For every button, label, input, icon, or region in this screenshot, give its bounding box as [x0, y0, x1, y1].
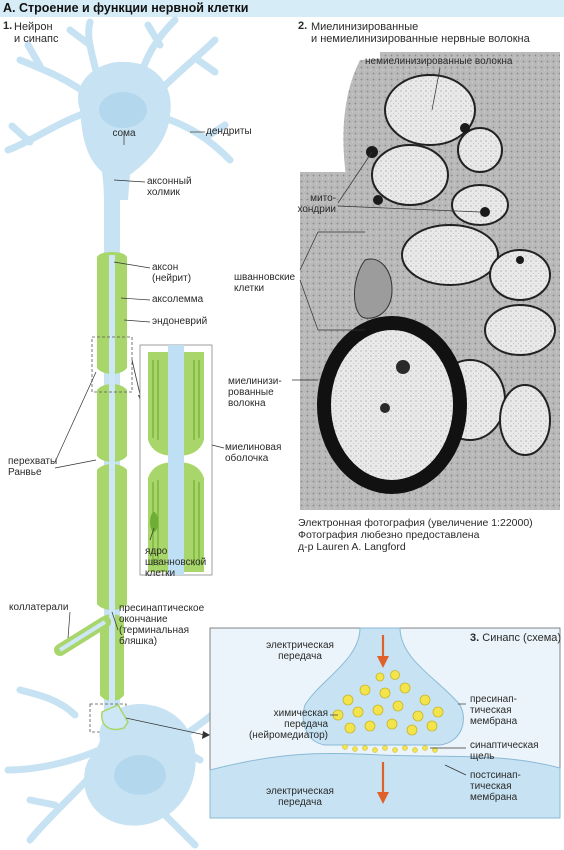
panel3-title: Синапс (схема) [482, 632, 562, 644]
title-bar [0, 0, 564, 17]
axon-core [109, 255, 115, 715]
label-endoneurium: эндоневрий [152, 316, 208, 327]
arrow-head-bottom [377, 792, 389, 804]
label-chemical: химическая передача (нейромедиатор) [248, 708, 328, 741]
schwann-cell-em [354, 258, 393, 319]
neuron-lower [4, 686, 234, 849]
mitochondrion [460, 123, 470, 133]
unmyelinated-fiber [451, 184, 509, 226]
em-photo [300, 52, 560, 510]
label-axon-hillock: аксонный холмик [147, 176, 192, 198]
unmyelinated-fiber [489, 249, 551, 301]
collateral-axon [58, 620, 107, 652]
terminal-arrow [202, 731, 210, 739]
unmyelinated-fiber [499, 384, 551, 456]
em-caption: Электронная фотография (увеличение 1:220… [298, 517, 533, 553]
mitochondrion [380, 403, 390, 413]
unmyelinated-fiber [371, 144, 449, 206]
myelinated-fiber [317, 316, 467, 494]
presynaptic-terminal [101, 704, 129, 731]
label-schwann-cells: шванновские клетки [234, 272, 296, 294]
label-presynaptic-terminal: пресинаптическое окончание (терминальная… [119, 603, 205, 647]
label-electrical-bottom: электрическая передача [266, 786, 334, 808]
unmyelinated-fiber [457, 127, 503, 173]
label-presynaptic-membrane: пресинап- тическая мембрана [470, 694, 518, 727]
label-soma: сома [112, 128, 136, 139]
axon-hillock [100, 160, 124, 230]
released-neurotransmitter [342, 744, 438, 753]
mitochondrion [480, 207, 490, 217]
label-axolemma: аксолемма [152, 294, 204, 305]
schwann-nucleus [150, 512, 158, 532]
unmyelinated-fiber [484, 304, 556, 356]
label-electrical-top: электрическая передача [266, 640, 334, 662]
axon-core-enlarged [168, 345, 184, 575]
label-collaterals: коллатерали [9, 602, 69, 613]
nucleus [114, 755, 166, 795]
page-title: А. Строение и функции нервной клетки [3, 1, 249, 15]
label-unmyelinated: немиелинизированные волокна [365, 56, 513, 67]
panel2-number: 2. [298, 20, 308, 32]
label-schwann-nucleus: ядро шванновской клетки [145, 546, 207, 579]
panel1-number: 1. [3, 20, 13, 32]
mitochondrion [516, 256, 524, 264]
panel3-number: 3. [470, 632, 480, 644]
leader-lines-panel1 [54, 131, 225, 736]
nucleus [99, 92, 147, 128]
leader-lines-panel3 [330, 703, 467, 776]
label-ranvier: перехваты Ранвье [8, 456, 58, 478]
panel3-number-title: 3. Синапс (схема) [470, 633, 561, 644]
label-axon: аксон (нейрит) [152, 262, 192, 284]
label-myelinated: миелинизи- рованные волокна [228, 376, 282, 409]
panel1-title: Нейрон и синапс [14, 21, 59, 45]
label-postsynaptic-membrane: постсинап- тическая мембрана [470, 770, 521, 803]
leader-lines-panel2 [292, 67, 481, 381]
arrow-head-top [377, 656, 389, 668]
mitochondrion [373, 195, 383, 205]
unmyelinated-fiber [401, 224, 499, 286]
mitochondrion [396, 360, 410, 374]
label-mitochondria: мито- хондрии [297, 193, 336, 215]
synaptic-vesicles [332, 670, 444, 736]
ranvier-enlarged [139, 344, 213, 576]
label-dendrites: дендриты [206, 126, 252, 137]
label-myelin: миелиновая оболочка [225, 442, 282, 464]
panel2-title: Миелинизированные и немиелинизированные … [311, 21, 530, 45]
unmyelinated-fiber [384, 74, 476, 146]
zoom-box-node [91, 336, 133, 393]
transmission-arrows [377, 635, 389, 804]
dendrite [4, 16, 234, 164]
myelin-sheath [97, 252, 127, 715]
label-synaptic-cleft: синаптическая щель [470, 740, 539, 762]
postsynaptic-cell [209, 753, 561, 819]
